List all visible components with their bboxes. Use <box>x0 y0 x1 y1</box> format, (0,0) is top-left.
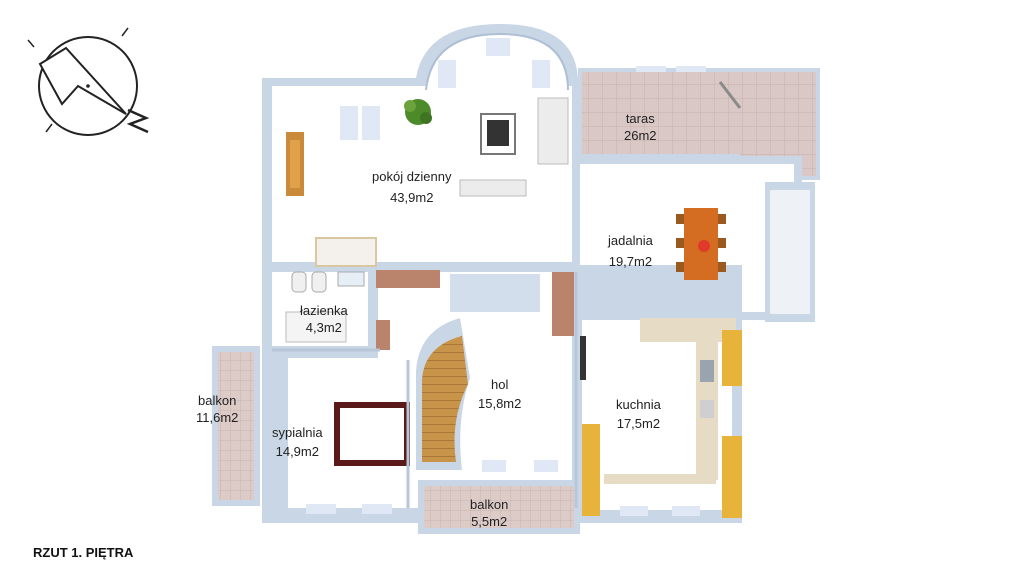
room-area: 26m2 <box>624 128 657 143</box>
windows <box>306 38 706 516</box>
room-area: 15,8m2 <box>478 396 522 411</box>
room-label-kuchnia: kuchnia 17,5m2 <box>616 396 661 432</box>
room-label-balkon-bottom: balkon 5,5m2 <box>470 496 508 530</box>
interior-walls <box>272 272 578 508</box>
north-arrow-icon <box>27 27 150 136</box>
room-name: hol <box>491 377 509 392</box>
room-area: 14,9m2 <box>275 444 319 459</box>
room-label-balkon-left: balkon 11,6m2 <box>196 392 238 426</box>
room-label-sypialnia: sypialnia 14,9m2 <box>272 424 323 460</box>
room-label-jadalnia: jadalnia 19,7m2 <box>608 232 653 270</box>
room-name: taras <box>625 111 655 126</box>
room-name: łazienka <box>300 303 348 318</box>
room-name: balkon <box>198 393 237 408</box>
room-label-pokoj-dzienny: pokój dzienny 43,9m2 <box>372 168 452 206</box>
room-area: 11,6m2 <box>196 410 239 425</box>
room-label-hol: hol 15,8m2 <box>478 376 521 412</box>
room-label-taras: taras 26m2 <box>624 110 657 144</box>
room-name: pokój dzienny <box>372 169 452 184</box>
room-name: kuchnia <box>616 397 661 412</box>
room-area: 17,5m2 <box>616 416 661 431</box>
room-name: sypialnia <box>272 425 323 440</box>
plan-caption: RZUT 1. PIĘTRA <box>33 545 134 560</box>
room-area: 43,9m2 <box>390 190 434 205</box>
room-name: balkon <box>470 497 509 512</box>
room-name: jadalnia <box>608 233 653 248</box>
room-area: 5,5m2 <box>471 514 508 529</box>
room-label-lazienka: łazienka 4,3m2 <box>300 302 348 336</box>
room-area: 19,7m2 <box>608 254 653 269</box>
furniture <box>285 81 742 518</box>
room-area: 4,3m2 <box>305 320 342 335</box>
